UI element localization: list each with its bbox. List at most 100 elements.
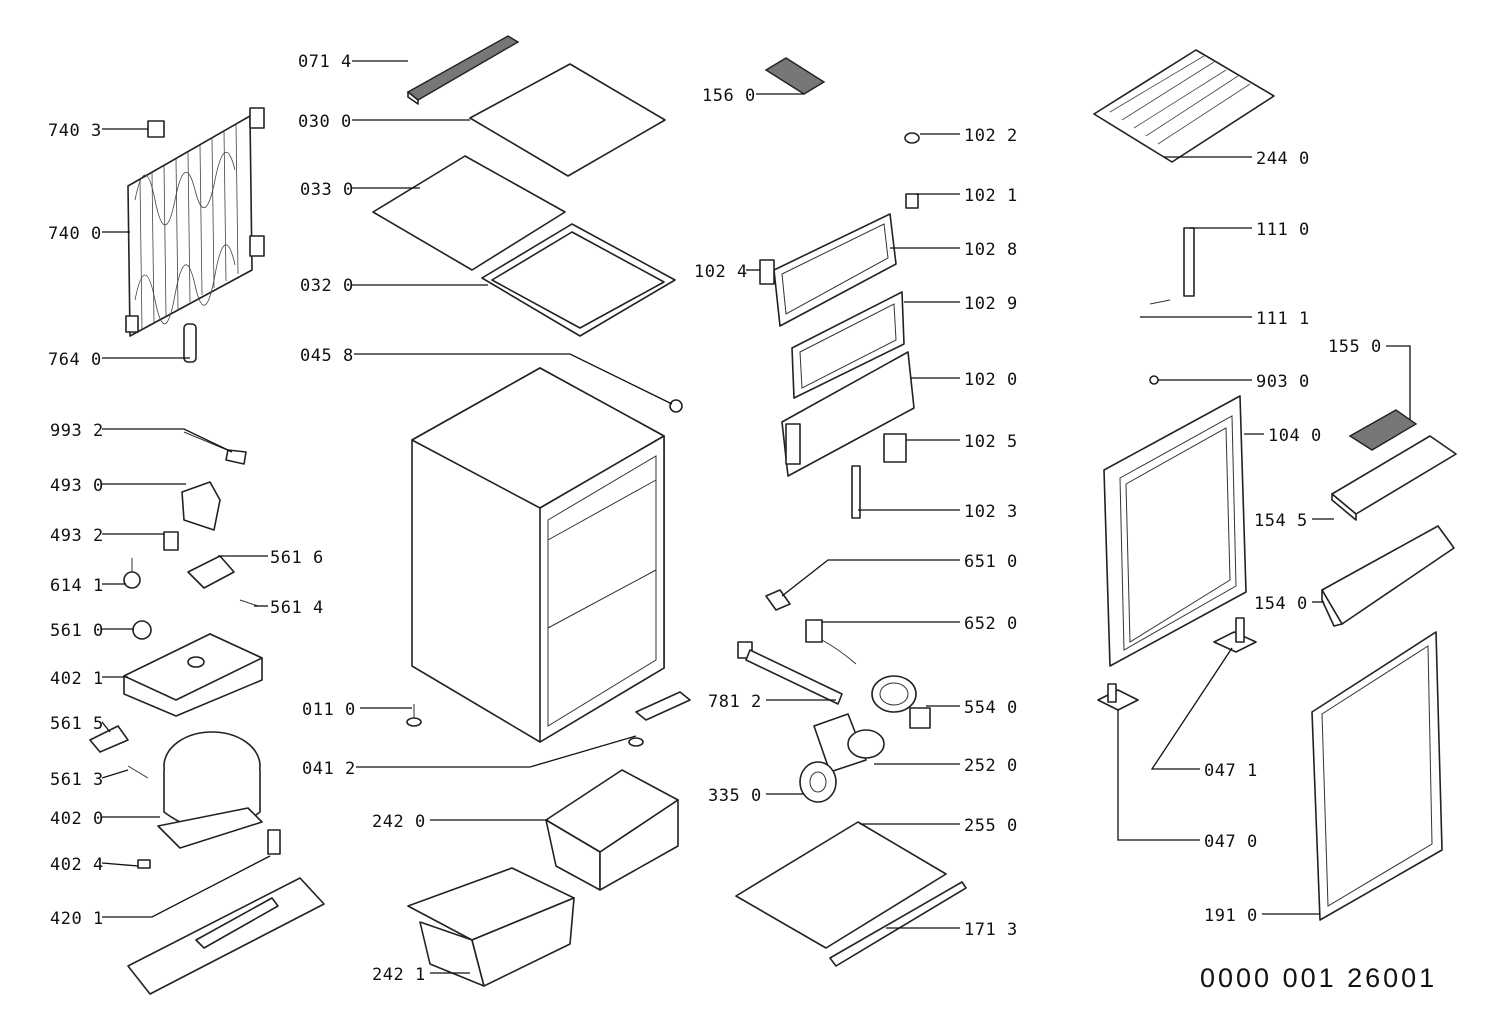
callout-label: 102 1 <box>964 186 1018 206</box>
callout-label: 335 0 <box>708 786 762 806</box>
callout-label: 252 0 <box>964 756 1018 776</box>
callout-label: 154 0 <box>1254 594 1308 614</box>
egg-tray-part <box>1348 409 1418 451</box>
callout-label: 561 3 <box>50 770 104 790</box>
top-plate-part <box>469 63 666 177</box>
callout-label: 561 4 <box>270 598 324 618</box>
glass-shelf-part <box>372 155 566 271</box>
top-hinge-part <box>669 399 683 413</box>
callout-label: 242 0 <box>372 812 426 832</box>
callout-label: 156 0 <box>702 86 756 106</box>
callout-label: 041 2 <box>302 759 356 779</box>
control-rail-part <box>737 641 843 705</box>
freezer-hinge-part <box>851 465 861 519</box>
callout-label: 242 1 <box>372 965 426 985</box>
relay-cover-part <box>181 481 221 531</box>
thermostat-part <box>813 713 885 773</box>
leader-lines <box>101 60 1411 974</box>
hinge-pin-lower-part <box>1097 683 1139 711</box>
adjustable-foot-part <box>406 704 422 727</box>
shelf-frame-part <box>481 223 676 337</box>
callout-label: 171 3 <box>964 920 1018 940</box>
callout-label: 652 0 <box>964 614 1018 634</box>
document-number: 0000 001 26001 <box>1200 963 1437 993</box>
freezer-latch-part <box>905 193 919 209</box>
callout-label: 740 0 <box>48 224 102 244</box>
freezer-gasket-part <box>791 291 905 399</box>
callout-label: 032 0 <box>300 276 354 296</box>
callout-label: 047 0 <box>1204 832 1258 852</box>
callout-label: 011 0 <box>302 700 356 720</box>
callout-label: 071 4 <box>298 52 352 72</box>
door-shelf-large-part <box>1321 525 1455 627</box>
condenser-clip-part <box>147 120 165 138</box>
callout-label: 651 0 <box>964 552 1018 572</box>
lamp-socket-part <box>765 589 791 611</box>
callout-label: 764 0 <box>48 350 102 370</box>
top-trim-strip-part <box>406 35 520 105</box>
callout-label: 104 0 <box>1268 426 1322 446</box>
callout-label: 781 2 <box>708 692 762 712</box>
callout-label: 493 0 <box>50 476 104 496</box>
callout-label: 191 0 <box>1204 906 1258 926</box>
screw-small-part <box>239 599 259 607</box>
door-hinge-bar-part <box>1183 227 1195 297</box>
fan-ring-part <box>871 675 931 729</box>
hinge-pin-upper-part <box>1213 617 1257 653</box>
mounting-bolt-part <box>127 765 149 779</box>
callout-label: 102 2 <box>964 126 1018 146</box>
callout-label: 111 1 <box>1256 309 1310 329</box>
callout-label: 102 5 <box>964 432 1018 452</box>
callout-label: 111 0 <box>1256 220 1310 240</box>
door-screw-part <box>1149 375 1159 385</box>
callout-label: 554 0 <box>964 698 1018 718</box>
callout-label: 903 0 <box>1256 372 1310 392</box>
callout-label: 561 5 <box>50 714 104 734</box>
compressor-clip-part <box>137 859 151 869</box>
callout-label: 402 0 <box>50 809 104 829</box>
callout-label: 154 5 <box>1254 511 1308 531</box>
starter-relay-part <box>187 555 235 589</box>
compressor-cover-part <box>123 633 263 717</box>
callout-label: 102 9 <box>964 294 1018 314</box>
door-shelf-small-part <box>1331 435 1457 521</box>
callout-label: 102 8 <box>964 240 1018 260</box>
dryer-part <box>183 323 197 363</box>
callout-label: 102 3 <box>964 502 1018 522</box>
callout-label: 614 1 <box>50 576 104 596</box>
freezer-knob-part <box>904 132 920 144</box>
crisper-box-lower-part <box>407 867 575 987</box>
condenser-part <box>125 107 265 337</box>
capacitor-part <box>123 558 141 589</box>
freezer-door-tab-part <box>759 259 775 285</box>
callout-label: 155 0 <box>1328 337 1382 357</box>
compressor-part <box>157 731 263 849</box>
callout-labels: 071 4 030 0 033 0 032 0 045 8 740 3 740 … <box>48 52 1382 985</box>
callout-label: 740 3 <box>48 121 102 141</box>
bottom-hinge-part <box>628 691 691 747</box>
grommet-part <box>132 620 152 640</box>
callout-label: 255 0 <box>964 816 1018 836</box>
fridge-door-part <box>1103 395 1247 667</box>
callout-label: 244 0 <box>1256 149 1310 169</box>
base-plate-part <box>127 829 325 995</box>
ice-tray-part <box>764 57 826 95</box>
callout-label: 047 1 <box>1204 761 1258 781</box>
callout-label: 493 2 <box>50 526 104 546</box>
callout-label: 561 6 <box>270 548 324 568</box>
cabinet-body-part <box>411 367 665 743</box>
callout-label: 420 1 <box>50 909 104 929</box>
callout-label: 102 0 <box>964 370 1018 390</box>
callout-label: 993 2 <box>50 421 104 441</box>
callout-label: 102 4 <box>694 262 748 282</box>
bottom-glass-plate-part <box>735 821 947 949</box>
callout-label: 561 0 <box>50 621 104 641</box>
sensor-wire-part <box>183 431 247 465</box>
freezer-door-part <box>781 351 915 477</box>
relay-clip-part <box>163 531 179 551</box>
callout-label: 033 0 <box>300 180 354 200</box>
crisper-box-upper-part <box>545 769 679 891</box>
callout-label: 402 1 <box>50 669 104 689</box>
door-gasket-part <box>1311 631 1443 921</box>
